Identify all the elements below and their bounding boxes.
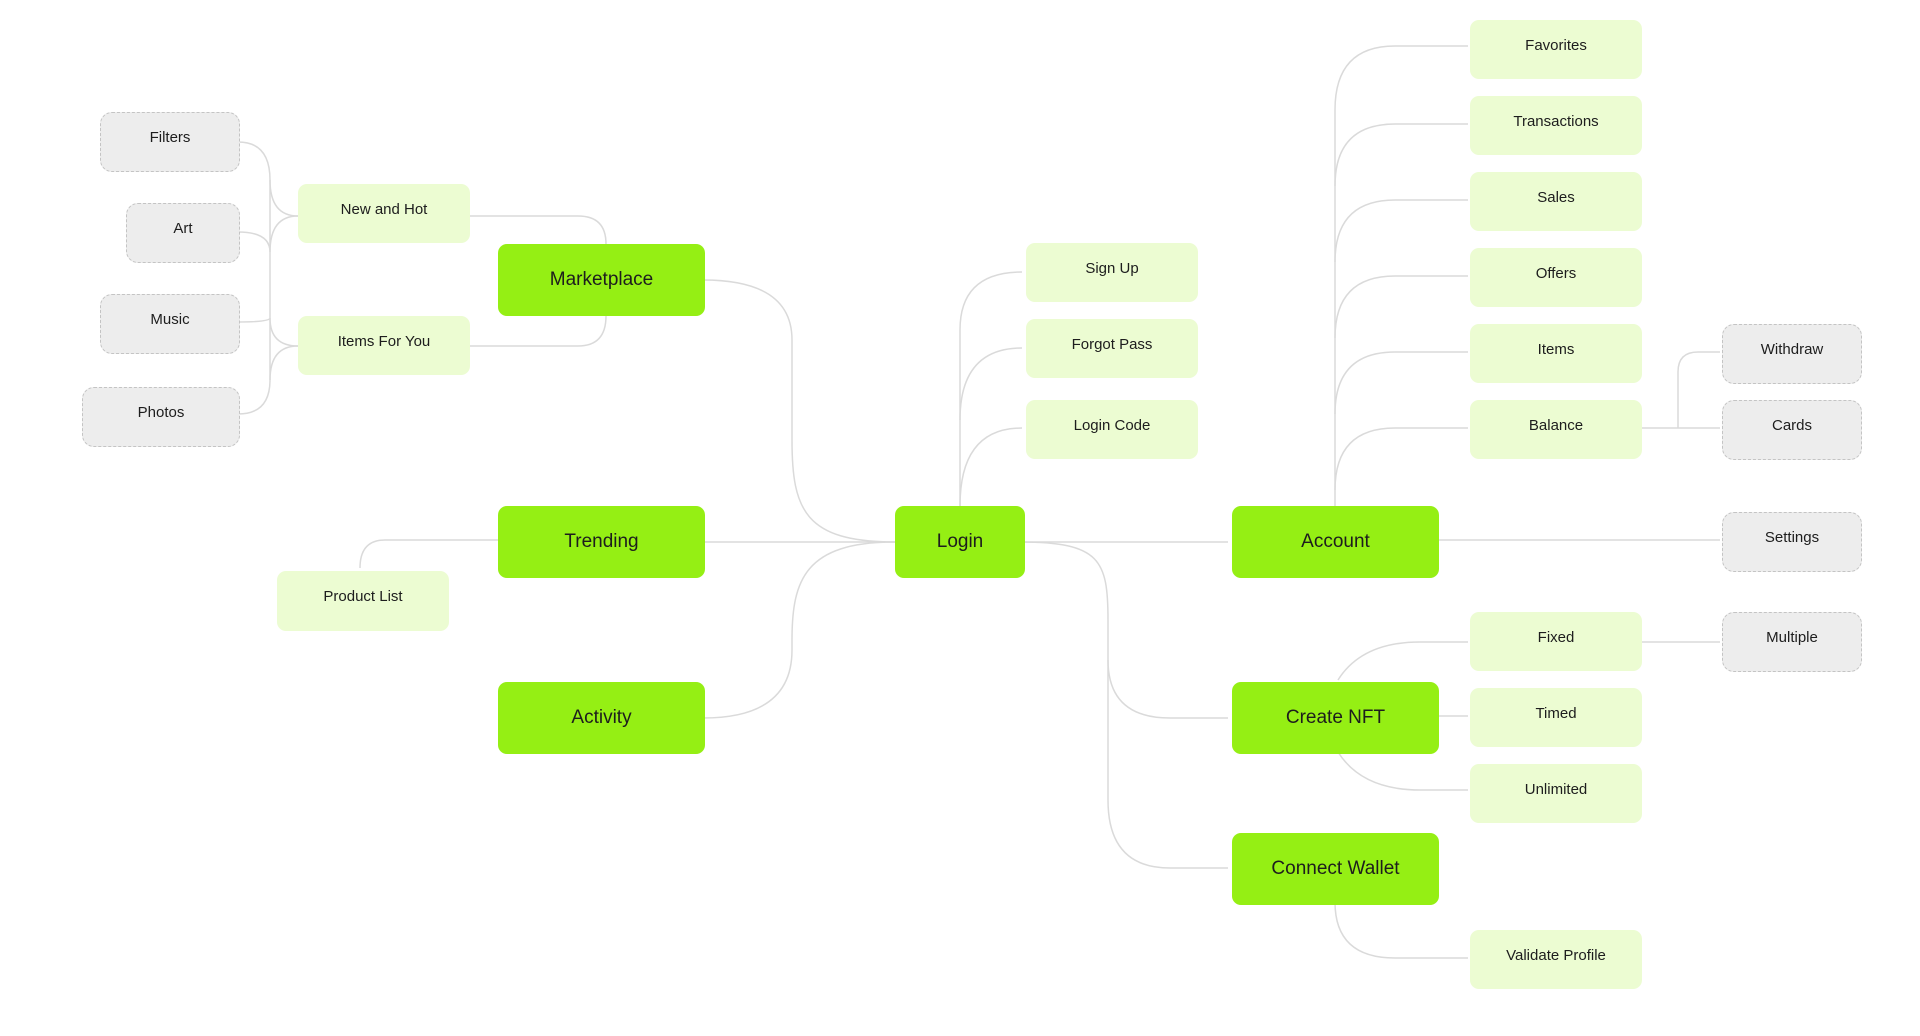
node-items-for-you[interactable]: Items For You bbox=[298, 316, 470, 375]
node-items[interactable]: Items bbox=[1470, 324, 1642, 383]
node-new-and-hot[interactable]: New and Hot bbox=[298, 184, 470, 243]
node-sign-up[interactable]: Sign Up bbox=[1026, 243, 1198, 302]
node-connect-wallet[interactable]: Connect Wallet bbox=[1232, 833, 1439, 905]
node-offers[interactable]: Offers bbox=[1470, 248, 1642, 307]
node-login[interactable]: Login bbox=[895, 506, 1025, 578]
connector-trending-product-list bbox=[359, 539, 498, 569]
node-account[interactable]: Account bbox=[1232, 506, 1439, 578]
connector-account-sales bbox=[1334, 199, 1468, 263]
node-filters[interactable]: Filters bbox=[100, 112, 240, 172]
node-validate-profile[interactable]: Validate Profile bbox=[1470, 930, 1642, 989]
node-marketplace[interactable]: Marketplace bbox=[498, 244, 705, 316]
node-trending[interactable]: Trending bbox=[498, 506, 705, 578]
connector-new-and-hot-filters bbox=[237, 141, 299, 217]
node-forgot-pass[interactable]: Forgot Pass bbox=[1026, 319, 1198, 378]
node-create-nft[interactable]: Create NFT bbox=[1232, 682, 1439, 754]
connector-login-sign-up bbox=[959, 271, 1023, 506]
node-transactions[interactable]: Transactions bbox=[1470, 96, 1642, 155]
node-music[interactable]: Music bbox=[100, 294, 240, 354]
connector-login-create-nft bbox=[1019, 541, 1228, 719]
connector-create-nft-fixed bbox=[1337, 641, 1468, 681]
node-cards[interactable]: Cards bbox=[1722, 400, 1862, 460]
node-withdraw[interactable]: Withdraw bbox=[1722, 324, 1862, 384]
node-balance[interactable]: Balance bbox=[1470, 400, 1642, 459]
node-timed[interactable]: Timed bbox=[1470, 688, 1642, 747]
node-fixed[interactable]: Fixed bbox=[1470, 612, 1642, 671]
node-login-code[interactable]: Login Code bbox=[1026, 400, 1198, 459]
node-settings[interactable]: Settings bbox=[1722, 512, 1862, 572]
node-product-list[interactable]: Product List bbox=[277, 571, 449, 631]
connector-login-forgot-pass bbox=[959, 347, 1023, 421]
connector-create-nft-unlimited bbox=[1337, 751, 1468, 791]
connector-account-balance bbox=[1334, 427, 1468, 491]
node-multiple[interactable]: Multiple bbox=[1722, 612, 1862, 672]
connector-login-activity bbox=[702, 541, 896, 719]
node-favorites[interactable]: Favorites bbox=[1470, 20, 1642, 79]
node-art[interactable]: Art bbox=[126, 203, 240, 263]
node-unlimited[interactable]: Unlimited bbox=[1470, 764, 1642, 823]
connector-account-items bbox=[1334, 351, 1468, 415]
node-sales[interactable]: Sales bbox=[1470, 172, 1642, 231]
connector-new-and-hot-art bbox=[237, 215, 299, 253]
connector-connect-wallet-validate-profile bbox=[1334, 901, 1468, 959]
connector-marketplace-items-for-you bbox=[468, 315, 607, 347]
node-activity[interactable]: Activity bbox=[498, 682, 705, 754]
connector-account-transactions bbox=[1334, 123, 1468, 187]
connector-login-login-code bbox=[959, 427, 1023, 507]
connector-items-for-you-photos bbox=[237, 345, 299, 415]
connector-account-favorites bbox=[1334, 45, 1468, 506]
connector-balance-withdraw bbox=[1677, 351, 1720, 428]
connector-login-connect-wallet bbox=[1107, 660, 1228, 869]
connector-items-for-you-music bbox=[237, 317, 299, 347]
connector-marketplace-new-and-hot bbox=[468, 215, 607, 245]
node-photos[interactable]: Photos bbox=[82, 387, 240, 447]
connector-account-offers bbox=[1334, 275, 1468, 339]
connector-login-marketplace bbox=[702, 279, 896, 543]
